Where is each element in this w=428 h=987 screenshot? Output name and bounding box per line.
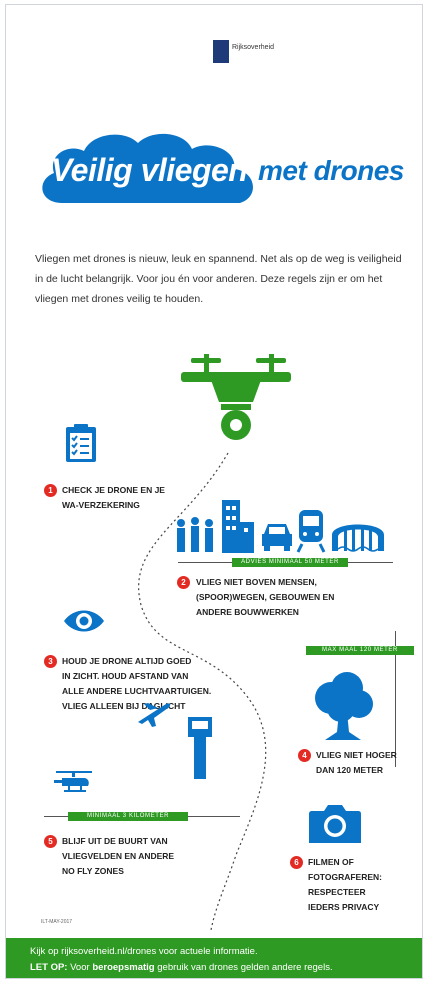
infographic-page: Rijksoverheid Veilig vliegen met drones …: [5, 4, 423, 979]
drone-icon: [181, 354, 291, 440]
train-icon: [296, 510, 326, 553]
control-tower-icon: [188, 717, 212, 779]
print-code: ILT-MAY-2017: [41, 919, 73, 925]
rijksoverheid-logo-icon: [213, 40, 229, 63]
tree-icon: [315, 672, 373, 740]
footer-warning: LET OP: Voor beroepsmatig gebruik van dr…: [30, 962, 333, 973]
rule-number: 3: [44, 655, 57, 668]
rule-number: 2: [177, 576, 190, 589]
title-main: Veilig vliegen: [51, 152, 248, 188]
airplane-icon: [138, 703, 171, 727]
bridge-icon: [332, 524, 384, 552]
footer-info: Kijk op rijksoverheid.nl/drones voor act…: [30, 946, 258, 957]
intro-text: Vliegen met drones is nieuw, leuk en spa…: [35, 253, 402, 305]
rule-2-text: VLIEG NIET BOVEN MENSEN,(SPOOR)WEGEN, GE…: [196, 577, 335, 617]
max-height-bar: MAX MAAL 120 METER: [306, 646, 414, 655]
eye-icon: [64, 610, 104, 632]
car-icon: [262, 524, 292, 551]
rule-number: 4: [298, 749, 311, 762]
height-line: [395, 631, 396, 767]
footer-banner: Kijk op rijksoverheid.nl/drones voor act…: [6, 938, 422, 978]
min-distance-bar: MINIMAAL 3 KILOMETER: [68, 812, 188, 821]
clipboard-checklist-icon: [66, 424, 96, 462]
rule-number: 1: [44, 484, 57, 497]
rule-number: 6: [290, 856, 303, 869]
cloud-icon: [42, 133, 253, 203]
rule-number: 5: [44, 835, 57, 848]
people-icon: [177, 517, 213, 552]
helicopter-icon: [54, 771, 92, 792]
building-icon: [222, 500, 254, 553]
advice-distance-bar: ADVIES MINIMAAL 50 METER: [232, 558, 348, 567]
title-sub: met drones: [258, 155, 404, 186]
org-name: Rijksoverheid: [232, 44, 275, 51]
camera-icon: [309, 805, 361, 843]
